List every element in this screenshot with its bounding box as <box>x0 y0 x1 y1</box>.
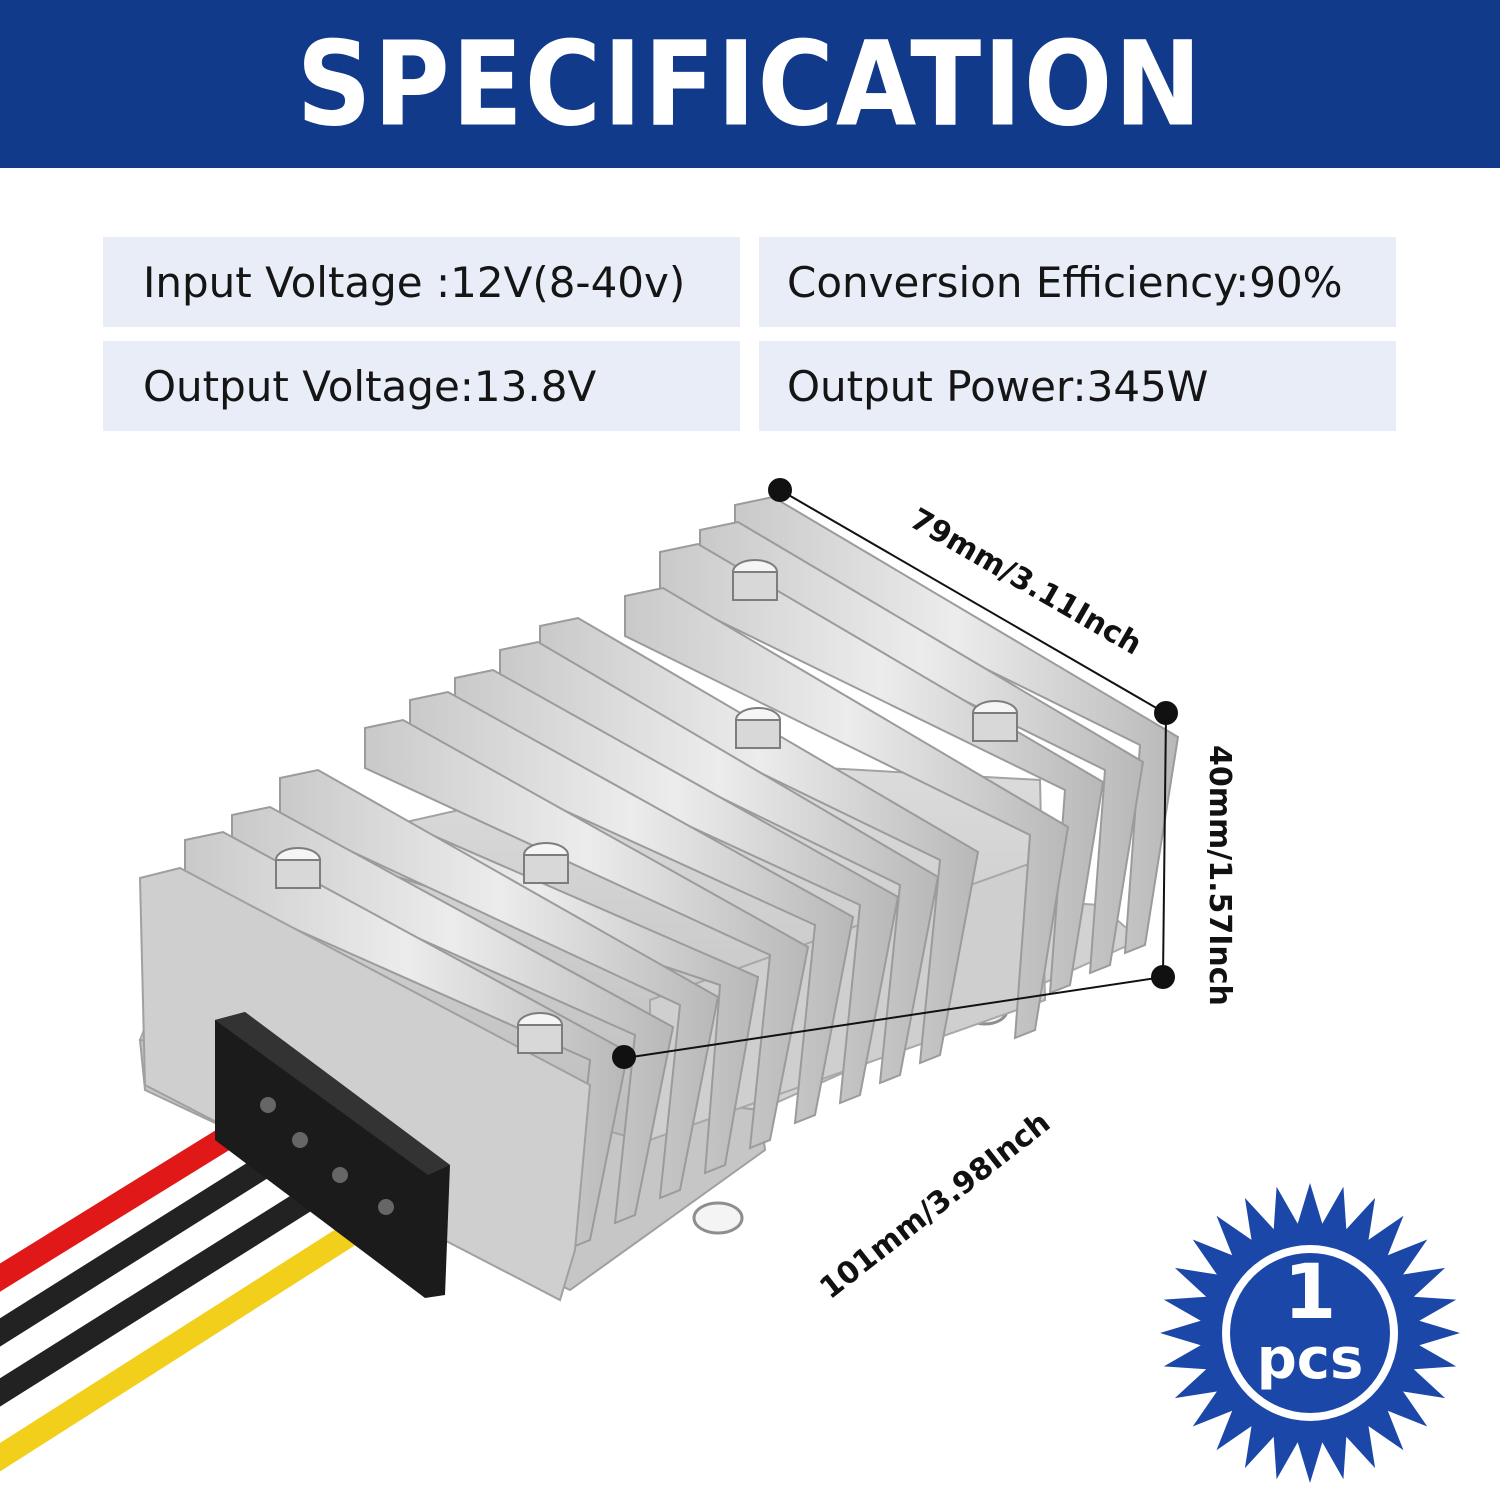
spec-output-voltage: Output Voltage:13.8V <box>103 341 740 431</box>
heat-sink-fin <box>364 718 810 1150</box>
spec-output-power: Output Power:345W <box>759 341 1396 431</box>
dimension-height-label: 40mm/1.57Inch <box>1202 745 1237 1006</box>
spec-input-voltage: Input Voltage :12V(8-40v) <box>103 237 740 327</box>
front-end-plate <box>138 866 592 1302</box>
spec-conversion-efficiency: Conversion Efficiency:90% <box>759 237 1396 327</box>
dimension-length-label: 101mm/3.98Inch <box>813 1105 1057 1306</box>
dimension-endpoint <box>1151 965 1175 989</box>
black-wire-1 <box>0 1133 310 1347</box>
quantity-badge: 1 pcs <box>1160 1183 1460 1483</box>
dimension-endpoint <box>612 1045 636 1069</box>
dimension-lines <box>612 478 1178 1069</box>
wire-grommet <box>215 1012 450 1298</box>
heat-sink-fin <box>624 586 1070 1040</box>
screw-heads <box>275 559 1018 1054</box>
badge-count: 1 <box>1284 1247 1337 1336</box>
badge-unit: pcs <box>1257 1327 1364 1392</box>
yellow-wire <box>0 1200 397 1472</box>
dimension-endpoint <box>768 478 792 502</box>
dimension-endpoint <box>1154 701 1178 725</box>
page-title: SPECIFICATION <box>296 15 1204 153</box>
black-wire-2 <box>0 1168 350 1407</box>
header-banner: SPECIFICATION <box>0 0 1500 168</box>
